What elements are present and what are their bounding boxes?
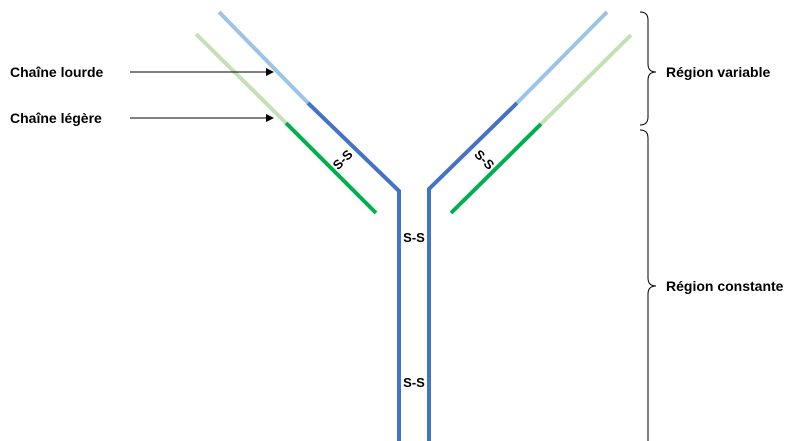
left-heavy-chain-constant-segment <box>306 101 401 441</box>
right-heavy-chain <box>427 10 609 441</box>
variable-region-bracket <box>639 11 657 126</box>
left-light-chain-constant-segment <box>284 121 378 215</box>
left-heavy-chain-variable-segment <box>217 10 310 105</box>
disulfide-bond-hinge: S-S <box>403 230 425 245</box>
right-light-chain-variable-segment <box>539 33 633 126</box>
constant-region-bracket <box>639 129 657 441</box>
left-heavy-chain <box>217 10 401 441</box>
disulfide-bond-stem: S-S <box>403 375 425 390</box>
right-light-chain-constant-segment <box>449 122 543 215</box>
constant-region-label: Région constante <box>666 278 784 294</box>
right-heavy-chain-constant-segment <box>427 101 519 441</box>
variable-region-label: Région variable <box>666 64 770 80</box>
left-light-chain <box>194 32 378 215</box>
left-light-chain-variable-segment <box>194 32 288 125</box>
right-light-chain <box>449 33 633 215</box>
right-heavy-chain-variable-segment <box>515 10 609 105</box>
heavy-chain-label: Chaîne lourde <box>10 64 104 80</box>
light-chain-label: Chaîne légère <box>10 110 102 126</box>
